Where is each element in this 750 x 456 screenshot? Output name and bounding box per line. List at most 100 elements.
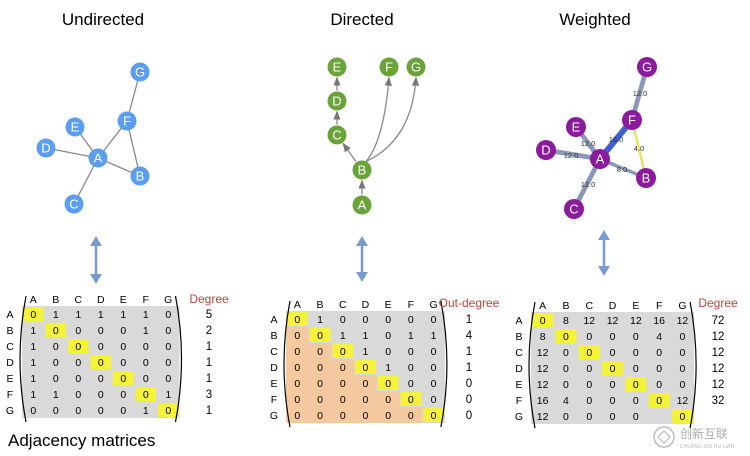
cell-B-B: 0 bbox=[563, 331, 569, 343]
degree-value-A: 72 bbox=[712, 315, 725, 327]
node-A bbox=[88, 148, 108, 168]
degree-value-D: 12 bbox=[712, 363, 725, 375]
cell-C-G: 0 bbox=[431, 346, 437, 358]
cell-D-A: 0 bbox=[294, 362, 300, 374]
row-header-A: A bbox=[270, 314, 277, 326]
node-label-E: E bbox=[572, 120, 581, 135]
col-header-E: E bbox=[385, 299, 392, 311]
cell-G-D: 0 bbox=[98, 405, 104, 417]
col-header-A: A bbox=[294, 299, 301, 311]
node-E bbox=[566, 117, 586, 137]
watermark-text: 创新互联 bbox=[680, 426, 728, 441]
cell-E-E: 0 bbox=[633, 379, 639, 391]
cell-F-F: 0 bbox=[656, 395, 662, 407]
lower-cell bbox=[331, 407, 355, 423]
lower-cell bbox=[354, 391, 377, 407]
row-header-D: D bbox=[270, 362, 278, 374]
cell-D-A: 1 bbox=[30, 357, 36, 369]
row-header-B: B bbox=[6, 325, 13, 337]
diagonal-cell bbox=[45, 323, 66, 337]
cell-D-E: 0 bbox=[120, 357, 126, 369]
cell-F-A: 16 bbox=[537, 395, 549, 407]
node-C bbox=[564, 199, 584, 219]
matrix-bracket-right bbox=[689, 301, 697, 429]
row-header-E: E bbox=[515, 379, 522, 391]
cell-B-E: 0 bbox=[633, 331, 639, 343]
cell-B-E: 0 bbox=[120, 325, 126, 337]
title-directed: Directed bbox=[330, 10, 393, 29]
row-header-F: F bbox=[7, 389, 13, 401]
node-label-B: B bbox=[642, 171, 651, 186]
node-F bbox=[379, 57, 399, 77]
diagonal-cell bbox=[68, 339, 89, 353]
weight-label-A-E: 12.0 bbox=[581, 139, 596, 148]
cell-D-B: 0 bbox=[53, 357, 59, 369]
diagonal-cell bbox=[648, 393, 670, 407]
cell-G-C: 0 bbox=[75, 405, 81, 417]
degree-value-F: 32 bbox=[712, 395, 725, 407]
col-header-C: C bbox=[339, 299, 347, 311]
lower-cell bbox=[399, 407, 423, 423]
diagonal-cell bbox=[532, 313, 554, 327]
cell-E-G: 0 bbox=[165, 373, 171, 385]
col-header-G: G bbox=[429, 299, 437, 311]
cell-G-C: 0 bbox=[340, 410, 346, 422]
row-header-D: D bbox=[515, 363, 523, 375]
cell-C-A: 0 bbox=[294, 346, 300, 358]
cell-A-F: 16 bbox=[653, 315, 665, 327]
cell-C-E: 0 bbox=[385, 346, 391, 358]
cell-G-B: 0 bbox=[317, 410, 323, 422]
node-label-A: A bbox=[596, 152, 605, 167]
cell-F-G: 1 bbox=[165, 389, 171, 401]
cell-G-C: 0 bbox=[586, 411, 592, 423]
cell-C-G: 0 bbox=[680, 347, 686, 359]
cell-D-A: 12 bbox=[537, 363, 549, 375]
cell-B-D: 1 bbox=[363, 330, 369, 342]
diagonal-cell bbox=[355, 360, 376, 374]
col-header-G: G bbox=[164, 294, 172, 306]
cell-G-A: 12 bbox=[537, 411, 549, 423]
col-header-D: D bbox=[97, 294, 105, 306]
diagonal-cell bbox=[671, 409, 694, 423]
cell-F-D: 0 bbox=[363, 394, 369, 406]
cell-F-B: 1 bbox=[53, 389, 59, 401]
title-undirected: Undirected bbox=[62, 10, 144, 29]
diagonal-cell bbox=[309, 328, 331, 342]
row-header-C: C bbox=[515, 347, 523, 359]
col-header-E: E bbox=[632, 300, 639, 312]
cell-C-C: 0 bbox=[340, 346, 346, 358]
node-A bbox=[590, 149, 610, 169]
row-header-G: G bbox=[270, 410, 278, 422]
cell-D-B: 0 bbox=[563, 363, 569, 375]
cell-A-E: 12 bbox=[630, 315, 642, 327]
col-header-C: C bbox=[74, 294, 82, 306]
lower-cell bbox=[308, 375, 332, 391]
double-arrow-directed bbox=[356, 236, 368, 282]
cell-A-A: 0 bbox=[30, 309, 36, 321]
cell-G-A: 0 bbox=[30, 405, 36, 417]
node-label-G: G bbox=[135, 65, 145, 80]
cell-G-B: 0 bbox=[53, 405, 59, 417]
degree-value-D: 1 bbox=[466, 362, 472, 374]
cell-A-B: 8 bbox=[563, 315, 569, 327]
cell-A-G: 0 bbox=[431, 314, 437, 326]
cell-G-E: 0 bbox=[633, 411, 639, 423]
cell-D-D: 0 bbox=[610, 363, 616, 375]
cell-E-F: 0 bbox=[143, 373, 149, 385]
degree-label: Degree bbox=[698, 296, 738, 310]
node-A bbox=[352, 195, 372, 215]
cell-D-D: 0 bbox=[363, 362, 369, 374]
cell-C-C: 0 bbox=[75, 341, 81, 353]
cell-B-G: 0 bbox=[165, 325, 171, 337]
cell-D-B: 0 bbox=[317, 362, 323, 374]
cell-B-D: 0 bbox=[98, 325, 104, 337]
lower-cell bbox=[376, 391, 400, 407]
cell-A-F: 0 bbox=[408, 314, 414, 326]
cell-F-E: 0 bbox=[385, 394, 391, 406]
cell-F-C: 0 bbox=[340, 394, 346, 406]
lower-cell bbox=[286, 359, 309, 375]
